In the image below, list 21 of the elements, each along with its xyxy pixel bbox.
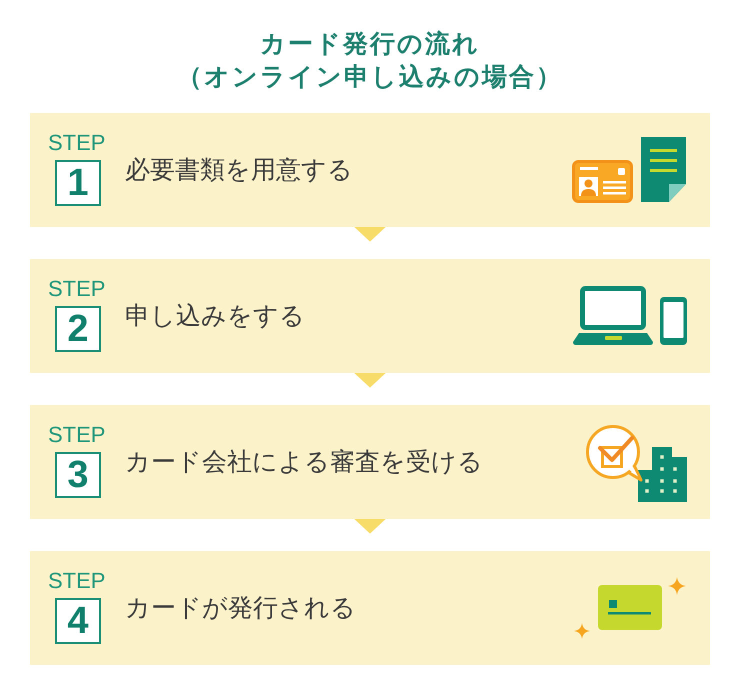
step-number: 1 xyxy=(55,160,101,206)
step-text: 必要書類を用意する xyxy=(125,154,353,186)
step-label: STEP xyxy=(48,278,106,300)
step-number: 3 xyxy=(55,452,101,498)
step-label: STEP xyxy=(48,132,106,154)
step-card xyxy=(30,113,710,227)
step-number: 2 xyxy=(55,306,101,352)
step-card xyxy=(30,259,710,373)
step-text: カード会社による審査を受ける xyxy=(125,446,483,478)
step-label: STEP xyxy=(48,424,106,446)
arrow xyxy=(354,518,386,534)
step-card xyxy=(30,551,710,665)
arrow xyxy=(354,226,386,242)
subtitle: （オンライン申し込みの場合） xyxy=(177,61,563,93)
arrow xyxy=(354,372,386,388)
step-label: STEP xyxy=(48,570,106,592)
diagram-title: カード発行の流れ xyxy=(260,28,480,60)
step-text: 申し込みをする xyxy=(125,300,305,332)
step-text: カードが発行される xyxy=(125,592,356,624)
step-card xyxy=(30,405,710,519)
step-number: 4 xyxy=(55,598,101,644)
